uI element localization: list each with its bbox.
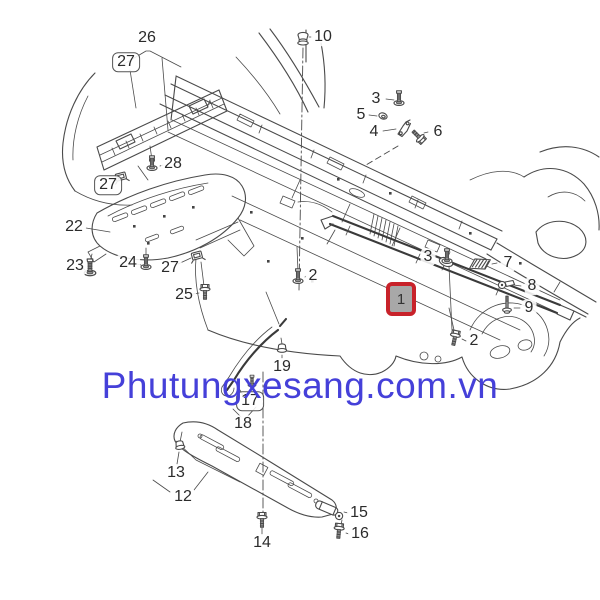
screw-icon bbox=[146, 155, 158, 171]
callout-27: 27 bbox=[112, 52, 140, 72]
line-cover-17-18 bbox=[220, 317, 288, 397]
callout-14: 14 bbox=[250, 534, 274, 552]
screw-icon bbox=[441, 248, 453, 264]
callout-3: 3 bbox=[420, 248, 436, 266]
callout-15: 15 bbox=[347, 504, 371, 522]
callout-3: 3 bbox=[368, 90, 384, 108]
callout-8: 8 bbox=[524, 277, 540, 295]
callout-16: 16 bbox=[348, 525, 372, 543]
floor-pan bbox=[167, 119, 581, 390]
leader-lines bbox=[82, 36, 522, 535]
callout-9: 9 bbox=[521, 299, 537, 317]
plug-icon bbox=[297, 31, 309, 46]
callout-19: 19 bbox=[270, 358, 294, 376]
callout-24: 24 bbox=[116, 254, 140, 272]
grommet-icon bbox=[377, 111, 389, 121]
c-pillar bbox=[235, 28, 326, 115]
stud-icon bbox=[502, 295, 512, 314]
bolt-icon bbox=[408, 126, 428, 146]
clip-icon bbox=[188, 249, 206, 264]
screw-icon bbox=[393, 90, 405, 106]
callout-6: 6 bbox=[430, 123, 446, 141]
callout-26: 26 bbox=[135, 29, 159, 47]
callout-27: 27 bbox=[94, 175, 122, 195]
callout-27: 27 bbox=[158, 259, 182, 277]
callout-13: 13 bbox=[164, 464, 188, 482]
callout-22: 22 bbox=[62, 218, 86, 236]
callout-2: 2 bbox=[305, 267, 321, 285]
callout-10: 10 bbox=[311, 28, 335, 46]
clamp-icon bbox=[497, 279, 516, 290]
bolt-icon bbox=[447, 329, 462, 347]
screw-icon bbox=[140, 254, 152, 270]
callout-5: 5 bbox=[353, 106, 369, 124]
bolt-icon bbox=[199, 283, 211, 300]
highlighted-part-number: 1 bbox=[396, 290, 406, 308]
heat-shield-12 bbox=[173, 421, 337, 518]
callout-7: 7 bbox=[500, 254, 516, 272]
screw-icon bbox=[292, 268, 304, 284]
callout-23: 23 bbox=[63, 257, 87, 275]
body-sill-band bbox=[159, 75, 597, 315]
callout-17: 17 bbox=[236, 391, 264, 411]
callout-2: 2 bbox=[466, 332, 482, 350]
right-quarter-panel bbox=[469, 146, 600, 259]
underbody-panel-22 bbox=[87, 173, 255, 263]
rear-bumper-assembly bbox=[61, 72, 228, 206]
nut-icon bbox=[276, 343, 288, 353]
callout-4: 4 bbox=[366, 123, 382, 141]
watermark: Phutungxesang.com.vn bbox=[101, 365, 499, 406]
bolt-icon bbox=[256, 511, 268, 528]
highlighted-part-marker[interactable]: 1 bbox=[386, 282, 416, 316]
callout-18: 18 bbox=[231, 415, 255, 433]
bolt-icon bbox=[332, 522, 346, 540]
bracket-icon bbox=[397, 119, 412, 138]
callout-25: 25 bbox=[172, 286, 196, 304]
callout-28: 28 bbox=[161, 155, 185, 173]
callout-12: 12 bbox=[171, 488, 195, 506]
